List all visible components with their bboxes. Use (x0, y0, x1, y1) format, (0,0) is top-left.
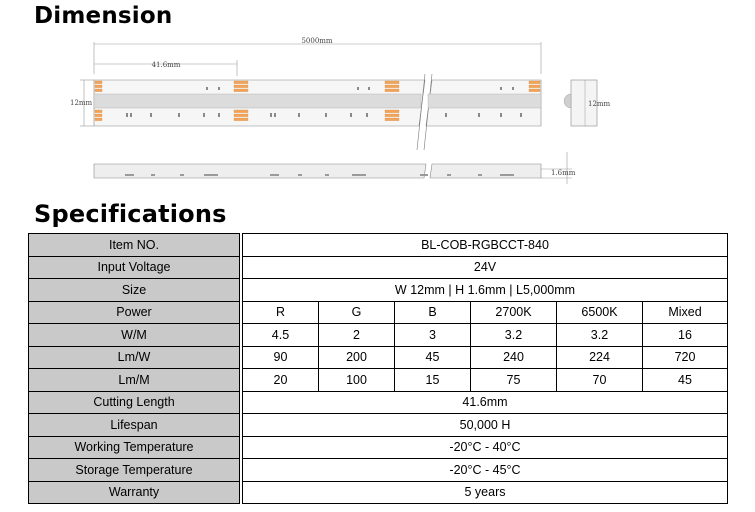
size-label: Size (28, 278, 240, 302)
row-lifespan: Lifespan 50,000 H (28, 413, 728, 437)
power-col-mixed: Mixed (642, 300, 728, 324)
table-cell: 45 (642, 368, 728, 392)
table-cell: 3.2 (470, 323, 557, 347)
storage-temperature-value: -20°C - 45°C (242, 458, 728, 482)
input-voltage-value: 24V (242, 255, 728, 279)
table-cell: 15 (394, 368, 471, 392)
table-cell: 16 (642, 323, 728, 347)
table-cell: 240 (470, 345, 557, 369)
row-working-temperature: Working Temperature -20°C - 40°C (28, 435, 728, 459)
specifications-table: Item NO. BL-COB-RGBCCT-840 Input Voltage… (28, 233, 728, 504)
size-value: W 12mm | H 1.6mm | L5,000mm (242, 278, 728, 302)
row-lmm: Lm/M 20 100 15 75 70 45 (28, 368, 728, 392)
row-input-voltage: Input Voltage 24V (28, 255, 728, 279)
cutting-length-value: 41.6mm (242, 390, 728, 414)
power-col-2700k: 2700K (470, 300, 557, 324)
specifications-heading: Specifications (34, 200, 227, 228)
row-size: Size W 12mm | H 1.6mm | L5,000mm (28, 278, 728, 302)
strip-top-view (93, 73, 542, 151)
item-no-label: Item NO. (28, 233, 240, 257)
power-label: Power (28, 300, 240, 324)
working-temperature-value: -20°C - 40°C (242, 435, 728, 459)
strip-end-view (563, 79, 598, 127)
height-dimension (541, 152, 572, 184)
row-wm: W/M 4.5 2 3 3.2 3.2 16 (28, 323, 728, 347)
width-label-right: 12mm (588, 100, 611, 108)
item-no-value: BL-COB-RGBCCT-840 (242, 233, 728, 257)
row-warranty: Warranty 5 years (28, 480, 728, 504)
table-cell: 70 (556, 368, 643, 392)
power-col-6500k: 6500K (556, 300, 643, 324)
warranty-value: 5 years (242, 480, 728, 504)
table-cell: 90 (242, 345, 319, 369)
segment-length-label: 41.6mm (152, 61, 181, 69)
table-cell: 4.5 (242, 323, 319, 347)
strip-side-view (93, 163, 542, 179)
row-power: Power R G B 2700K 6500K Mixed (28, 300, 728, 324)
input-voltage-label: Input Voltage (28, 255, 240, 279)
wm-label: W/M (28, 323, 240, 347)
table-cell: 720 (642, 345, 728, 369)
storage-temperature-label: Storage Temperature (28, 458, 240, 482)
table-cell: 45 (394, 345, 471, 369)
cutting-length-label: Cutting Length (28, 390, 240, 414)
total-length-label: 5000mm (301, 37, 332, 45)
lmw-label: Lm/W (28, 345, 240, 369)
working-temperature-label: Working Temperature (28, 435, 240, 459)
height-label: 1.6mm (551, 169, 576, 177)
table-cell: 100 (318, 368, 395, 392)
table-cell: 224 (556, 345, 643, 369)
lifespan-value: 50,000 H (242, 413, 728, 437)
strip-components (126, 87, 522, 117)
lifespan-label: Lifespan (28, 413, 240, 437)
row-storage-temperature: Storage Temperature -20°C - 45°C (28, 458, 728, 482)
row-item-no: Item NO. BL-COB-RGBCCT-840 (28, 233, 728, 257)
table-cell: 3.2 (556, 323, 643, 347)
table-cell: 2 (318, 323, 395, 347)
power-col-b: B (394, 300, 471, 324)
row-lmw: Lm/W 90 200 45 240 224 720 (28, 345, 728, 369)
lmm-label: Lm/M (28, 368, 240, 392)
row-cutting-length: Cutting Length 41.6mm (28, 390, 728, 414)
warranty-label: Warranty (28, 480, 240, 504)
width-label-left: 12mm (70, 99, 93, 107)
segment-length-dimension (94, 60, 238, 76)
table-cell: 200 (318, 345, 395, 369)
table-cell: 20 (242, 368, 319, 392)
solder-pads (94, 80, 541, 121)
table-cell: 75 (470, 368, 557, 392)
width-dimension-left (80, 79, 94, 127)
power-col-g: G (318, 300, 395, 324)
total-length-dimension (93, 42, 542, 74)
table-cell: 3 (394, 323, 471, 347)
power-col-r: R (242, 300, 319, 324)
dimension-heading: Dimension (34, 3, 173, 29)
dimension-drawing: 5000mm 41.6mm 12mm (70, 37, 611, 184)
